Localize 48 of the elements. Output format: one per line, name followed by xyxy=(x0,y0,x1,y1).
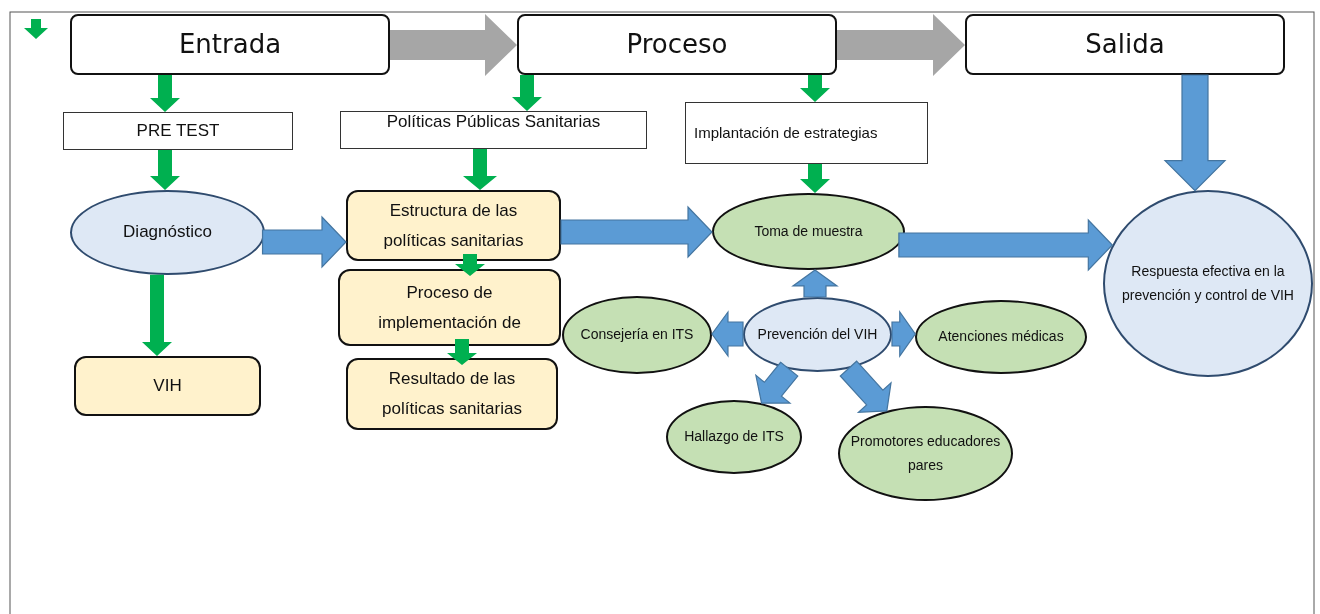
node-label: Entrada xyxy=(178,28,282,61)
block-arrow xyxy=(390,14,517,76)
block-arrow xyxy=(1163,74,1227,192)
block-arrow xyxy=(839,360,892,414)
node-label: Resultado de las políticas sanitarias xyxy=(381,368,523,420)
process-box xyxy=(685,102,928,164)
block-arrow xyxy=(898,218,1114,272)
node-label: Promotores educadores pares xyxy=(850,431,1001,475)
node-label: Implantación de estrategias xyxy=(694,124,878,142)
block-arrow xyxy=(560,205,713,259)
stage-box xyxy=(70,14,390,75)
block-arrow xyxy=(891,310,916,358)
node-label: Prevención del VIH xyxy=(757,324,878,344)
node-label: Políticas Públicas Sanitarias xyxy=(386,112,601,133)
block-arrow xyxy=(837,14,965,76)
block-arrow xyxy=(791,269,839,298)
rounded-box xyxy=(346,190,561,261)
process-box xyxy=(63,112,293,150)
node-label: Hallazgo de ITS xyxy=(684,427,784,447)
block-arrow xyxy=(463,149,497,190)
stage-box xyxy=(517,14,837,75)
block-arrow xyxy=(800,75,830,102)
node-label: Respuesta efectiva en la prevención y control de VIH xyxy=(1121,261,1295,305)
block-arrow xyxy=(150,75,180,112)
block-arrow xyxy=(512,75,542,111)
node-label: Diagnóstico xyxy=(123,221,212,244)
node-label: Estructura de las políticas sanitarias xyxy=(382,199,525,252)
block-arrow xyxy=(455,254,485,276)
block-arrow xyxy=(711,310,744,358)
node-label: VIH xyxy=(153,375,182,398)
node-label: Proceso xyxy=(626,28,728,61)
block-arrow xyxy=(142,274,172,356)
node-label: Salida xyxy=(1085,28,1165,61)
node-label: Toma de muestra xyxy=(754,221,863,241)
block-arrow xyxy=(261,215,347,269)
node-label: Consejería en ITS xyxy=(580,325,694,345)
block-arrow xyxy=(800,164,830,194)
rounded-box xyxy=(346,358,558,430)
rounded-box xyxy=(338,269,561,346)
node-label: Atenciones médicas xyxy=(938,327,1064,347)
node-label: Proceso de implementación de xyxy=(377,281,522,334)
stage-box xyxy=(965,14,1285,75)
node-label: PRE TEST xyxy=(136,120,220,142)
block-arrow xyxy=(447,339,477,365)
rounded-box xyxy=(74,356,261,416)
block-arrow xyxy=(754,361,799,404)
process-box xyxy=(340,111,647,149)
block-arrow xyxy=(150,150,180,190)
